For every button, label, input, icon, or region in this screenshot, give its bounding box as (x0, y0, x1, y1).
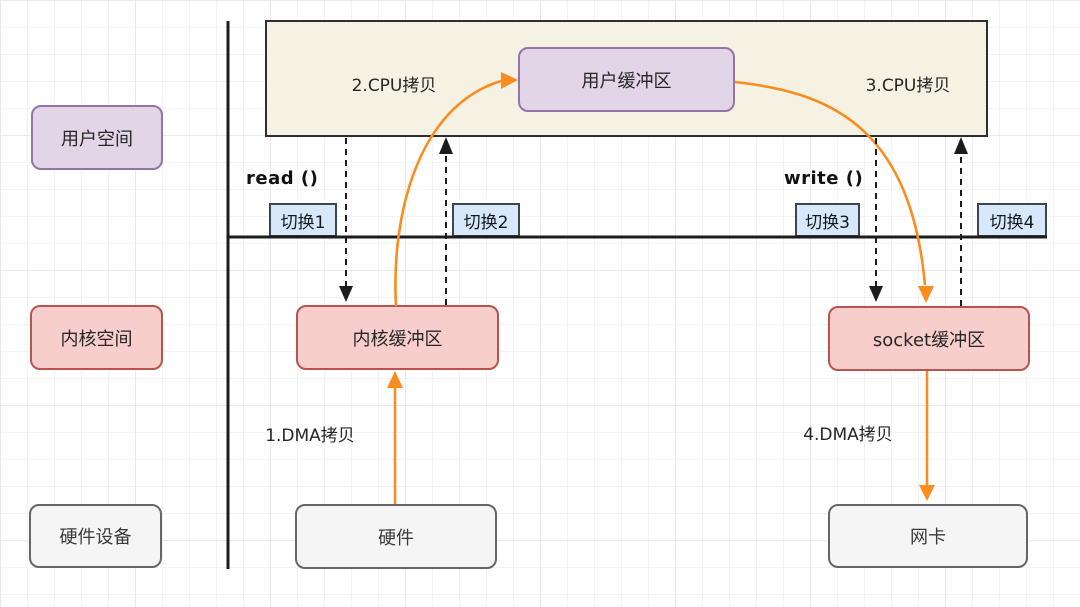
cpu-copy-3-arrowhead (918, 286, 934, 303)
lane-label-kernel-space: 内核空间 (30, 305, 163, 370)
kernel-buffer-label: 内核缓冲区 (352, 328, 443, 350)
step-label-dma-copy-4: 4.DMA拷贝 (803, 425, 893, 445)
lane-label-hardware-device: 硬件设备 (29, 504, 162, 568)
lane-label-hardware-device-text: 硬件设备 (59, 527, 132, 548)
read-syscall-label: read () (246, 168, 319, 189)
lane-label-user-space-text: 用户空间 (61, 128, 133, 150)
socket-buffer-node: socket缓冲区 (828, 306, 1030, 371)
nic-node: 网卡 (828, 504, 1028, 568)
step-label-dma-copy-1: 1.DMA拷贝 (265, 426, 355, 446)
context-switch-badge-1: 切换1 (269, 203, 337, 237)
socket-buffer-label: socket缓冲区 (872, 329, 986, 351)
hardware-node: 硬件 (295, 504, 497, 569)
context-switch-4-arrowhead (954, 137, 968, 154)
user-buffer-label: 用户缓冲区 (581, 70, 672, 92)
dma-copy-4-arrowhead (919, 485, 935, 501)
hardware-node-label: 硬件 (378, 527, 414, 549)
lane-label-kernel-space-text: 内核空间 (60, 328, 133, 350)
context-switch-badge-2: 切换2 (452, 203, 520, 237)
lane-label-user-space: 用户空间 (31, 105, 163, 170)
step-label-cpu-copy-3: 3.CPU拷贝 (865, 76, 951, 96)
user-buffer-node: 用户缓冲区 (518, 47, 735, 112)
write-syscall-label: write () (784, 168, 864, 189)
kernel-buffer-node: 内核缓冲区 (296, 305, 499, 370)
context-switch-badge-3: 切换3 (795, 203, 860, 237)
context-switch-2-arrowhead (439, 137, 453, 154)
step-label-cpu-copy-2: 2.CPU拷贝 (351, 76, 437, 96)
nic-node-label: 网卡 (910, 527, 946, 548)
dma-copy-1-arrowhead (387, 371, 403, 388)
context-switch-badge-4: 切换4 (977, 203, 1047, 237)
context-switch-1-arrowhead (339, 286, 353, 302)
context-switch-3-arrowhead (869, 286, 883, 302)
